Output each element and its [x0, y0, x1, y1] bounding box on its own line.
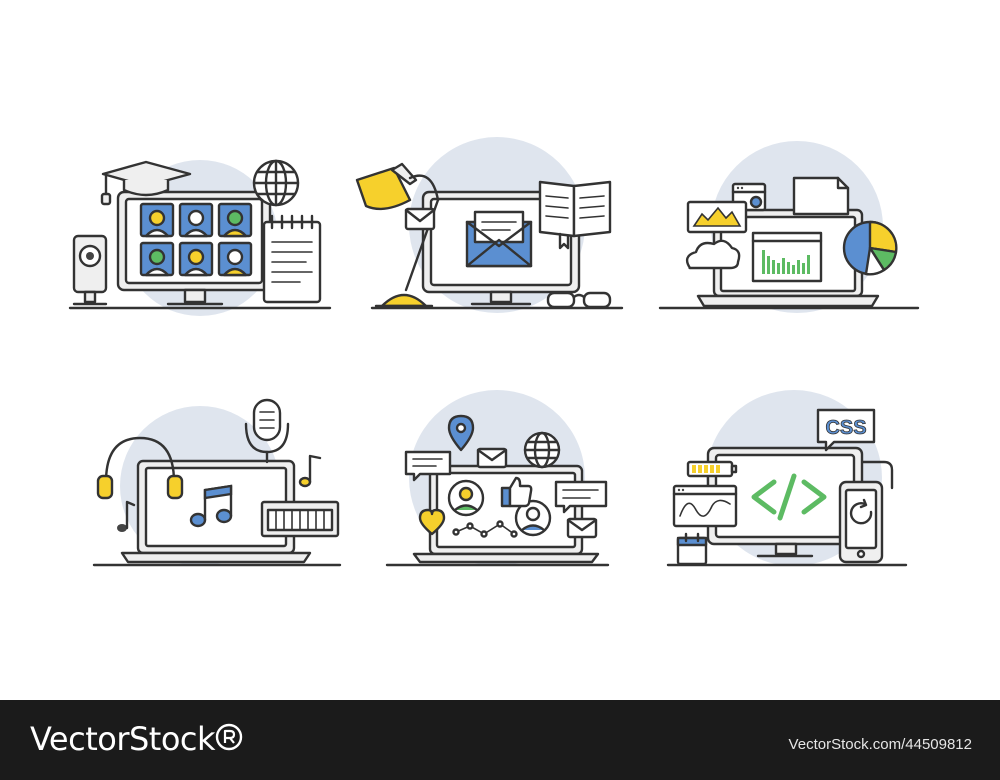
- network-line-icon: [452, 520, 518, 538]
- user-avatar-icon: [514, 499, 552, 537]
- location-pin-icon: [447, 414, 475, 452]
- graph-window-icon: [672, 484, 738, 528]
- bar-chart-window-icon: [751, 231, 823, 283]
- chat-bubble-icon: [404, 450, 452, 482]
- desktop-monitor-icon: [116, 190, 272, 306]
- microphone-icon: [244, 398, 290, 464]
- mail-icon: [476, 447, 508, 469]
- eighth-note-icon: [117, 500, 136, 532]
- cloud-icon: [685, 239, 741, 270]
- open-book-icon: [538, 180, 612, 250]
- laptop-icon: [696, 208, 880, 308]
- scene-web-development: CSS: [666, 390, 908, 567]
- notepad-icon: [262, 214, 322, 304]
- desk-lamp-icon: [355, 162, 440, 308]
- heart-icon: [418, 508, 446, 536]
- headphones-icon: [96, 436, 184, 500]
- mail-icon: [566, 517, 598, 539]
- mail-icon: [404, 207, 436, 231]
- scene-online-education: [68, 159, 332, 316]
- thumbs-up-icon: [500, 476, 533, 508]
- music-note-icon: [189, 484, 233, 528]
- open-envelope-icon: [465, 210, 533, 268]
- line-chart-window-icon: [686, 200, 748, 234]
- webcam-icon: [72, 234, 108, 306]
- scene-music-production: [92, 398, 342, 567]
- illustration-canvas: CSS: [68, 137, 920, 567]
- globe-icon: [252, 159, 300, 207]
- globe-icon: [523, 431, 561, 469]
- eighth-note-icon: [298, 454, 322, 488]
- pie-chart-icon: [842, 220, 898, 276]
- piano-keyboard-icon: [260, 500, 340, 538]
- css-badge: CSS: [816, 408, 876, 452]
- footer-bar: VectorStock VectorStock.com/44509812: [0, 700, 1000, 780]
- vectorstock-logo[interactable]: VectorStock: [30, 720, 216, 758]
- chat-bubble-icon: [554, 480, 608, 514]
- code-brackets-icon: [751, 473, 827, 521]
- graduation-cap-icon: [100, 160, 192, 206]
- scene-data-analytics: [658, 141, 920, 313]
- css-badge-label: CSS: [825, 417, 866, 439]
- scene-email-desk: [355, 137, 624, 313]
- document-icon: [792, 176, 850, 216]
- battery-icon: [686, 460, 738, 478]
- video-call-grid-icon: [139, 202, 253, 277]
- user-avatar-icon: [447, 479, 485, 517]
- calendar-icon: [676, 532, 708, 566]
- scene-social-network: [385, 390, 610, 567]
- registered-mark-icon: [215, 723, 243, 751]
- image-id-link[interactable]: VectorStock.com/44509812: [788, 736, 972, 753]
- smartphone-icon: [838, 480, 884, 564]
- glasses-icon: [546, 291, 612, 309]
